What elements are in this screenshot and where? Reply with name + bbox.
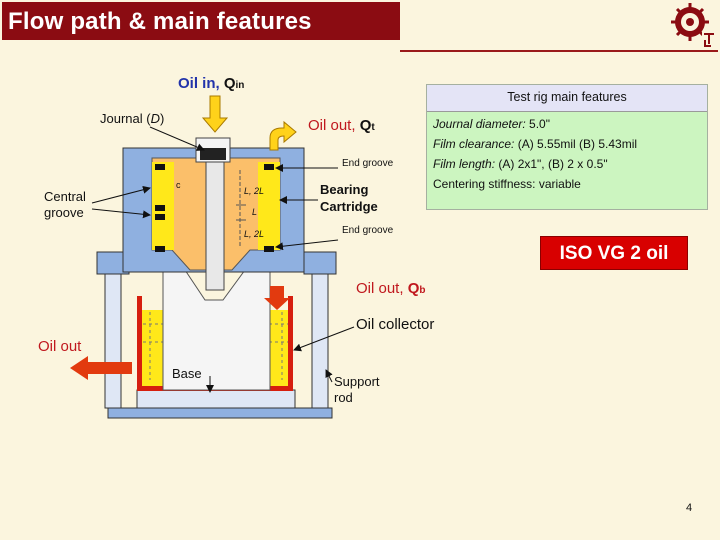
l2l-top-label: L, 2L xyxy=(244,186,264,196)
support-rod-label-1: Support xyxy=(334,374,380,389)
page-number: 4 xyxy=(686,502,693,514)
features-header: Test rig main features xyxy=(427,85,707,112)
collector-oil-right xyxy=(270,310,292,388)
feature-stiffness-value: variable xyxy=(535,177,581,191)
collector-wall-right xyxy=(288,296,293,390)
base-label: Base xyxy=(172,366,202,381)
oil-film-right xyxy=(258,162,280,250)
features-panel: Test rig main features Journal diameter:… xyxy=(426,84,708,210)
central-groove-leader-2 xyxy=(91,208,151,219)
oil-out-left-label: Oil out xyxy=(38,338,82,355)
oil-collector-label: Oil collector xyxy=(356,316,434,333)
central-groove-label-2: groove xyxy=(44,205,84,220)
bearing-cartridge-label-1: Bearing xyxy=(320,182,368,197)
oil-grade-badge: ISO VG 2 oil xyxy=(540,236,688,270)
seal-bottom-left xyxy=(155,246,165,252)
central-groove-leader-1 xyxy=(91,185,151,204)
end-groove-bottom-leader xyxy=(275,239,339,251)
feature-length: Film length: (A) 2x1", (B) 2 x 0.5" xyxy=(433,157,608,171)
oil-collector-leader xyxy=(293,326,355,352)
lab-logo-icon xyxy=(671,3,716,47)
feature-diameter-label: Journal diameter: xyxy=(433,117,526,131)
rod-cap-right xyxy=(303,251,337,275)
feature-clearance: Film clearance: (A) 5.55mil (B) 5.43mil xyxy=(433,137,637,151)
support-rod-label-2: rod xyxy=(334,390,353,405)
slide-title: Flow path & main features xyxy=(2,2,400,40)
journal-leader xyxy=(149,126,205,151)
seal-bottom-right xyxy=(264,246,274,252)
feature-clearance-value: (A) 5.55mil (B) 5.43mil xyxy=(514,137,638,151)
feature-stiffness-label: Centering stiffness: xyxy=(433,177,536,191)
support-rod-leader xyxy=(325,369,333,383)
journal-shaft xyxy=(205,159,225,291)
feature-diameter: Journal diameter: 5.0" xyxy=(433,117,550,131)
journal-top-block xyxy=(200,148,226,160)
oil-in-label: Oil in, Qin xyxy=(178,75,244,92)
feature-diameter-value: 5.0" xyxy=(525,117,550,131)
support-rod-left xyxy=(104,257,122,409)
end-groove-bottom-label: End groove xyxy=(342,225,394,236)
support-rod-right xyxy=(311,257,329,409)
seal-mid-left2 xyxy=(155,214,165,220)
bearing-cartridge-label-2: Cartridge xyxy=(320,199,378,214)
journal-label: Journal (D) xyxy=(100,111,164,126)
seal-top-right xyxy=(264,164,274,170)
feature-length-label: Film length: xyxy=(433,157,496,171)
l2l-bottom-label: L, 2L xyxy=(244,229,264,239)
oil-out-top-label: Oil out, Qt xyxy=(308,117,375,134)
seal-top-left xyxy=(155,164,165,170)
seal-mid-left xyxy=(155,205,165,211)
collector-wall-left xyxy=(137,296,142,390)
central-groove-label-1: Central xyxy=(44,189,86,204)
feature-clearance-label: Film clearance: xyxy=(433,137,515,151)
oil-out-top-arrow-icon xyxy=(269,120,297,151)
collector-oil-left xyxy=(141,310,163,388)
l-mid-label: L xyxy=(252,207,257,217)
end-groove-top-label: End groove xyxy=(342,158,394,169)
oil-out-bottom-arrow-icon xyxy=(264,286,290,310)
feature-stiffness: Centering stiffness: variable xyxy=(433,177,581,191)
feature-length-value: (A) 2x1", (B) 2 x 0.5" xyxy=(495,157,608,171)
oil-out-left-arrow-icon xyxy=(70,356,132,380)
base-bottom xyxy=(107,407,333,419)
title-rule xyxy=(400,50,718,52)
c-label: c xyxy=(176,180,181,190)
oil-out-bottom-label: Oil out, Qb xyxy=(356,280,425,297)
oil-in-arrow-icon xyxy=(201,95,229,133)
